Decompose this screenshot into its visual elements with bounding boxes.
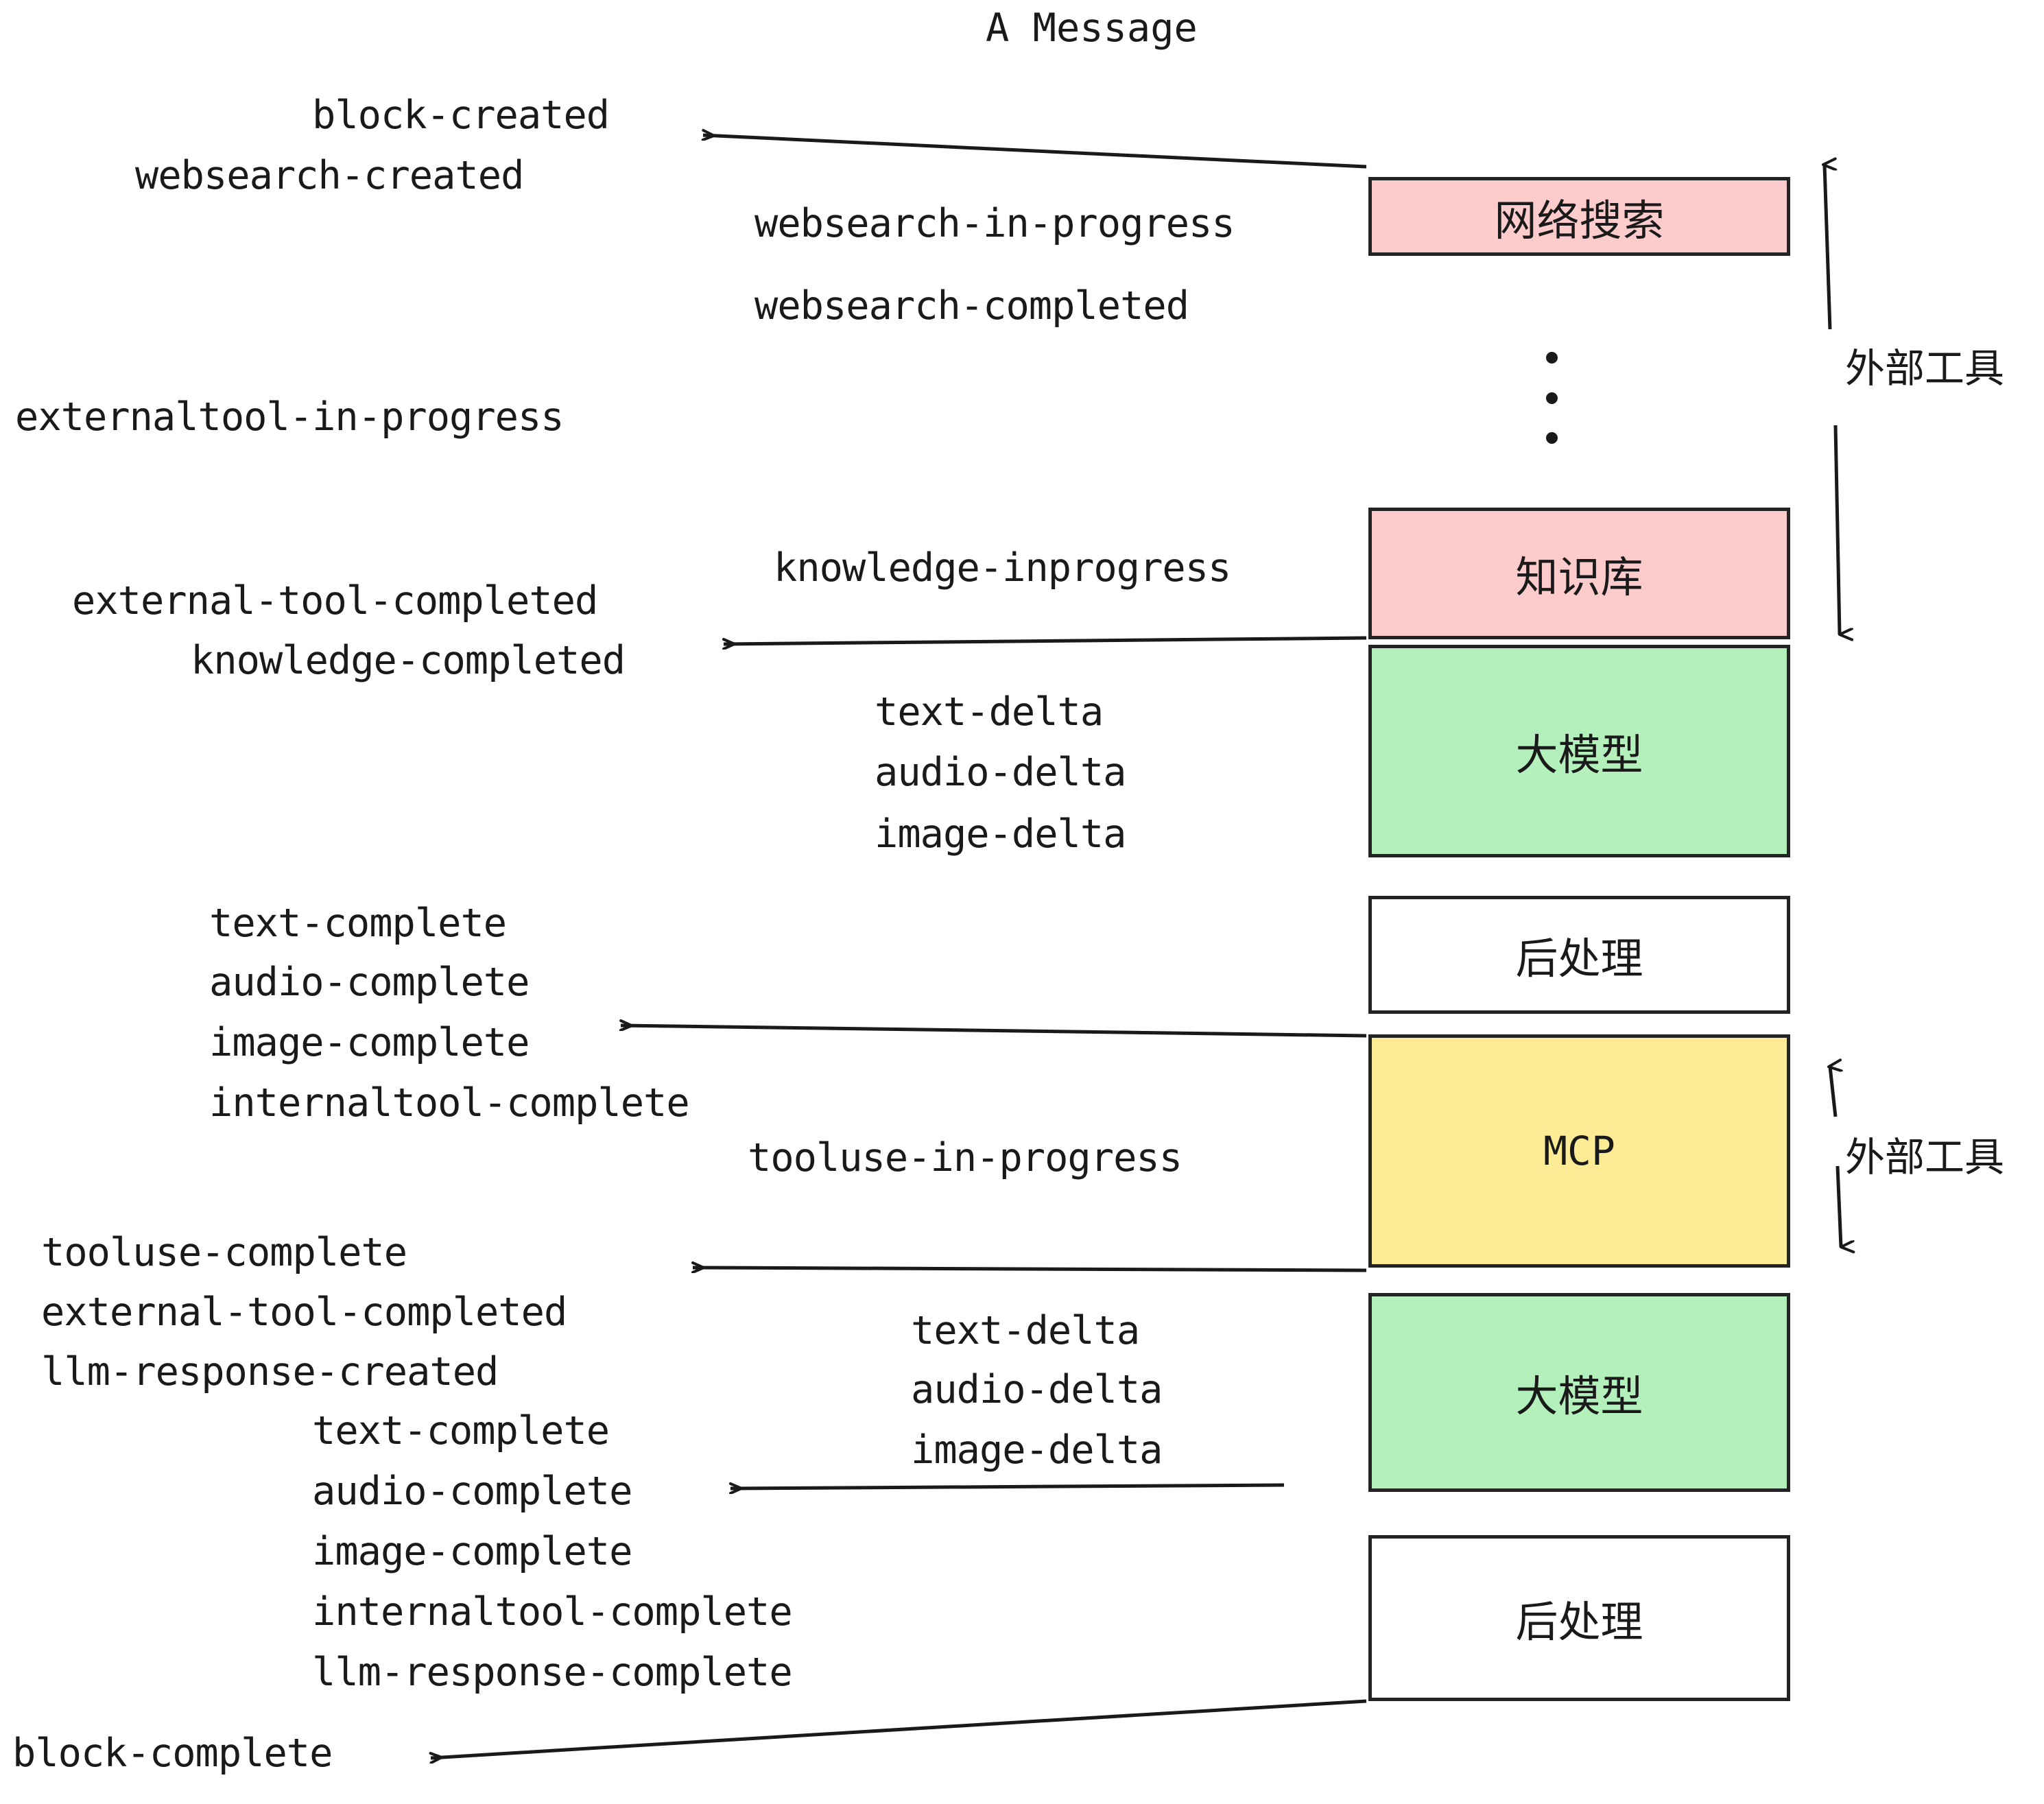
event-label-text-complete-1: text-complete	[209, 901, 507, 946]
vertical-ellipsis-icon	[1545, 343, 1558, 453]
arrow-postprocess2-to-block-complete	[431, 1699, 1367, 1758]
node-knowledge[interactable]: 知识库	[1368, 508, 1790, 639]
event-label-tooluse-in-progress: tooluse-in-progress	[748, 1135, 1183, 1180]
side-label-external-tools-top: 外部工具	[1845, 345, 2005, 392]
event-label-image-complete-1: image-complete	[209, 1020, 530, 1065]
node-postprocess-2-label: 后处理	[1515, 1597, 1643, 1647]
event-label-text-complete-2: text-complete	[312, 1408, 610, 1453]
node-knowledge-label: 知识库	[1515, 552, 1643, 602]
event-label-text-delta-2: text-delta	[911, 1308, 1140, 1353]
node-postprocess-1-label: 后处理	[1515, 934, 1643, 984]
event-label-websearch-completed: websearch-completed	[754, 283, 1189, 329]
node-postprocess-2[interactable]: 后处理	[1368, 1535, 1790, 1701]
arrow-mcp-to-tooluse-complete	[693, 1268, 1367, 1270]
event-label-internaltool-complete-2: internaltool-complete	[312, 1589, 793, 1635]
event-label-tooluse-complete: tooluse-complete	[41, 1230, 407, 1275]
event-label-websearch-in-progress: websearch-in-progress	[754, 201, 1235, 246]
arrow-websearch-to-created	[703, 135, 1367, 169]
arrow-postprocess1-to-image-complete	[621, 1025, 1367, 1038]
arrow-external-tools-top-up	[1825, 165, 1830, 330]
event-label-external-tool-completed-2: external-tool-completed	[41, 1290, 567, 1335]
event-label-block-complete: block-complete	[12, 1731, 333, 1776]
event-label-image-delta-2: image-delta	[911, 1427, 1163, 1473]
event-label-external-tool-completed-1: external-tool-completed	[72, 578, 598, 624]
event-label-websearch-created: websearch-created	[135, 153, 524, 198]
node-mcp[interactable]: MCP	[1368, 1034, 1790, 1268]
event-label-knowledge-inprogress: knowledge-inprogress	[774, 545, 1231, 591]
event-label-audio-delta-1: audio-delta	[875, 750, 1126, 795]
event-label-externaltool-in-progress: externaltool-in-progress	[15, 394, 565, 440]
event-label-internaltool-complete-1: internaltool-complete	[209, 1080, 690, 1126]
node-postprocess-1[interactable]: 后处理	[1368, 896, 1790, 1014]
node-llm-1-label: 大模型	[1515, 730, 1643, 780]
event-label-image-delta-1: image-delta	[875, 811, 1126, 857]
arrow-external-tools-bottom-up	[1830, 1067, 1835, 1117]
arrow-llm2-to-audio-complete	[730, 1485, 1285, 1488]
event-label-audio-delta-2: audio-delta	[911, 1367, 1163, 1412]
page-title: A Message	[986, 5, 1198, 51]
event-label-audio-complete-1: audio-complete	[209, 960, 530, 1005]
node-mcp-label: MCP	[1543, 1128, 1615, 1174]
arrow-knowledge-to-completed	[724, 636, 1367, 644]
arrow-external-tools-bottom-down	[1835, 1165, 1841, 1247]
side-label-external-tools-bottom: 外部工具	[1845, 1134, 2005, 1180]
event-label-llm-response-complete: llm-response-complete	[312, 1650, 793, 1695]
node-websearch-label: 网络搜索	[1494, 195, 1665, 246]
node-llm-2[interactable]: 大模型	[1368, 1293, 1790, 1492]
node-llm-2-label: 大模型	[1515, 1371, 1643, 1421]
node-llm-1[interactable]: 大模型	[1368, 645, 1790, 857]
event-label-knowledge-completed: knowledge-completed	[191, 638, 626, 683]
event-label-block-created: block-created	[312, 93, 610, 138]
event-label-text-delta-1: text-delta	[875, 689, 1104, 735]
event-label-llm-response-created: llm-response-created	[41, 1349, 499, 1394]
arrow-external-tools-top-down	[1833, 425, 1840, 634]
node-websearch[interactable]: 网络搜索	[1368, 177, 1790, 256]
event-label-audio-complete-2: audio-complete	[312, 1469, 632, 1514]
event-label-image-complete-2: image-complete	[312, 1529, 632, 1574]
